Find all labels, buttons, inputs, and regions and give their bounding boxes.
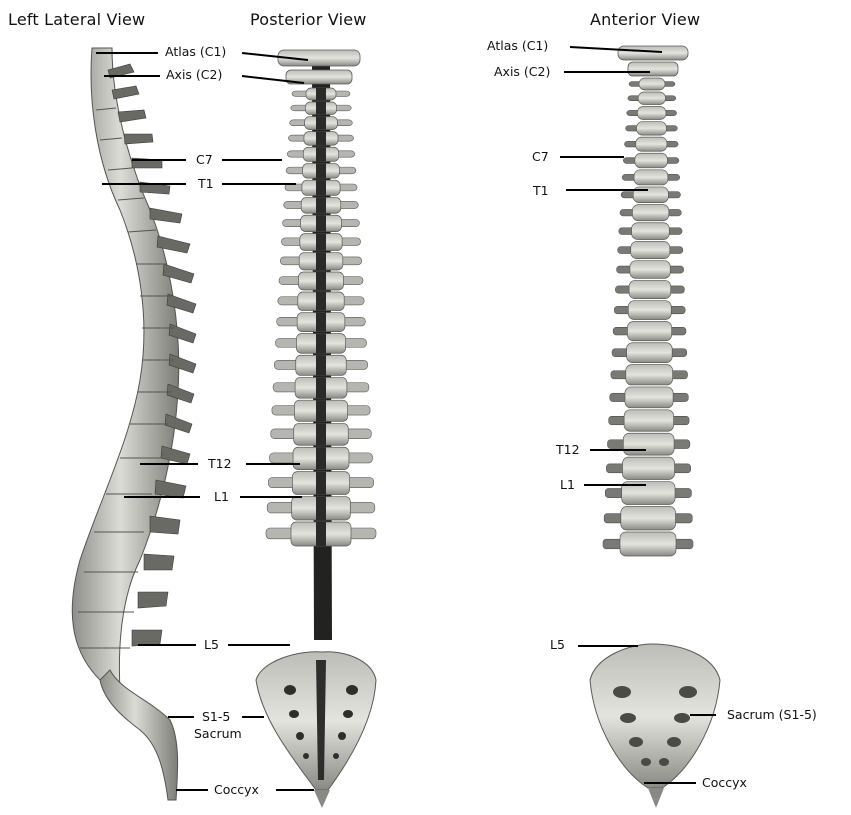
label-c7-anterior: C7 — [532, 150, 549, 164]
posterior-vertebra — [266, 522, 376, 546]
posterior-vertebra — [284, 197, 359, 213]
anterior-vertebra — [604, 507, 692, 530]
posterior-vertebrae — [266, 88, 376, 546]
anterior-vertebra — [623, 153, 679, 168]
anterior-spine — [590, 46, 720, 808]
anterior-vertebra — [628, 92, 676, 105]
posterior-vertebra — [281, 234, 360, 251]
label-t1-lateral: T1 — [198, 177, 214, 191]
label-t12-anterior: T12 — [556, 443, 580, 457]
posterior-spine — [256, 50, 376, 808]
posterior-vertebra — [270, 447, 373, 469]
anterior-vertebra — [629, 78, 675, 90]
anterior-vertebra — [626, 122, 678, 136]
label-t12-lateral: T12 — [208, 457, 232, 471]
label-l1-anterior: L1 — [560, 478, 575, 492]
posterior-vertebra — [273, 377, 369, 398]
anterior-vertebra — [618, 241, 683, 258]
posterior-vertebra — [291, 102, 351, 115]
posterior-vertebra — [285, 180, 357, 195]
label-l1-lateral: L1 — [214, 490, 229, 504]
anterior-vertebra — [613, 321, 686, 340]
label-sacrum-s1-5-anterior: Sacrum (S1-5) — [727, 708, 817, 722]
anterior-vertebra — [614, 301, 685, 320]
posterior-vertebra — [277, 313, 366, 332]
label-l5-anterior: L5 — [550, 638, 565, 652]
label-axis-anterior: Axis (C2) — [494, 65, 550, 79]
posterior-vertebra — [278, 292, 364, 311]
label-s1-5: S1-5 — [202, 710, 230, 724]
posterior-vertebra — [280, 253, 362, 270]
anterior-vertebra — [609, 410, 689, 431]
anterior-vertebra — [606, 457, 690, 479]
anterior-vertebra — [611, 365, 688, 385]
posterior-vertebra — [283, 215, 360, 231]
posterior-vertebra — [275, 334, 366, 354]
label-l5-lateral: L5 — [204, 638, 219, 652]
posterior-vertebra — [274, 355, 367, 375]
posterior-vertebra — [290, 117, 353, 130]
posterior-vertebra — [267, 497, 375, 520]
label-c7-lateral: C7 — [196, 153, 213, 167]
label-sacrum-lateral: Sacrum — [194, 727, 242, 741]
label-coccyx-lateral: Coccyx — [214, 783, 259, 797]
posterior-vertebra — [292, 88, 350, 100]
anterior-vertebra — [627, 107, 677, 120]
label-coccyx-anterior: Coccyx — [702, 776, 747, 790]
posterior-vertebra — [287, 147, 354, 161]
anterior-vertebra — [622, 170, 679, 185]
posterior-vertebra — [268, 472, 373, 495]
anterior-vertebra — [608, 433, 690, 455]
anterior-vertebra — [612, 343, 687, 363]
posterior-vertebra — [286, 163, 356, 178]
anterior-vertebra — [620, 205, 681, 221]
anterior-vertebra — [615, 280, 684, 298]
anterior-vertebra — [617, 261, 684, 279]
posterior-vertebra — [271, 423, 372, 445]
anterior-vertebra — [619, 223, 682, 240]
label-axis-lateral: Axis (C2) — [166, 68, 222, 82]
anterior-vertebra — [624, 137, 678, 151]
anterior-vertebra — [603, 532, 693, 556]
label-t1-anterior: T1 — [533, 184, 549, 198]
label-atlas-lateral: Atlas (C1) — [165, 45, 226, 59]
anterior-vertebra — [610, 387, 689, 408]
posterior-vertebra — [279, 272, 363, 290]
label-atlas-anterior: Atlas (C1) — [487, 39, 548, 53]
posterior-vertebra — [272, 400, 370, 421]
posterior-vertebra — [288, 132, 353, 146]
